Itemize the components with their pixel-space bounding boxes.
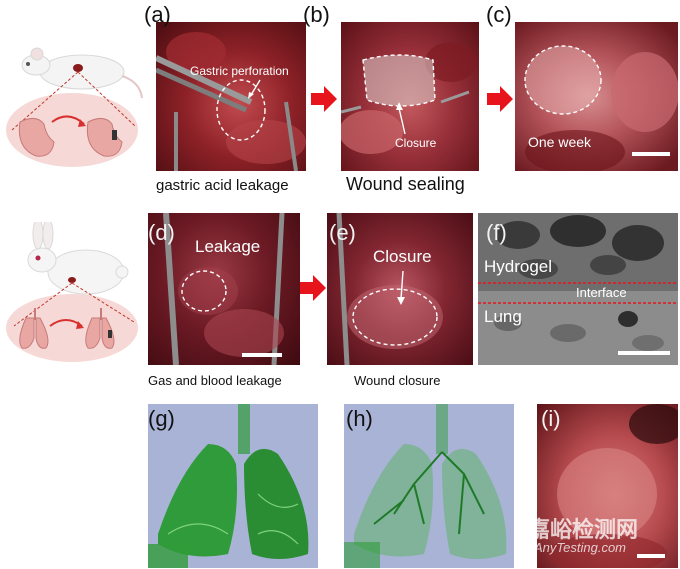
panel-e-caption: Wound closure xyxy=(354,373,441,388)
panel-i-photo xyxy=(537,404,678,568)
panel-e-photo: Closure xyxy=(327,213,473,365)
panel-d-scale-bar xyxy=(242,353,282,357)
panel-b-annotation: Closure xyxy=(395,136,437,150)
panel-c-photo: One week xyxy=(515,22,678,171)
panel-e-letter: (e) xyxy=(329,220,356,245)
panel-f-label-lung: Lung xyxy=(484,307,522,326)
panel-f-label-hydrogel: Hydrogel xyxy=(484,257,553,276)
panel-a-caption: gastric acid leakage xyxy=(156,177,289,194)
watermark-en: AnyTesting.com xyxy=(534,540,627,555)
panel-i-scale-bar xyxy=(637,554,665,558)
panel-a-photo: Gastric perforation xyxy=(156,22,306,171)
panel-c-scale-bar xyxy=(632,152,670,156)
arrow-d-to-e xyxy=(300,275,326,301)
mouse-stomach-schematic xyxy=(0,38,145,168)
panel-d-caption: Gas and blood leakage xyxy=(148,373,282,388)
panel-h-render xyxy=(344,404,514,568)
arrow-b-to-c xyxy=(487,86,513,112)
panel-h-letter: (h) xyxy=(346,406,373,431)
panel-g-letter: (g) xyxy=(148,406,175,431)
panel-d-letter: (d) xyxy=(148,220,175,245)
panel-d-photo: Leakage xyxy=(148,213,300,365)
panel-f-letter: (f) xyxy=(486,220,507,245)
watermark-logo: 嘉峪检测网 AnyTesting.com xyxy=(528,512,678,560)
panel-c-letter: (c) xyxy=(486,2,512,27)
panel-f-sem-image: Hydrogel Interface Lung xyxy=(478,213,678,365)
panel-a-annotation: Gastric perforation xyxy=(190,64,289,78)
watermark-cn: 嘉峪检测网 xyxy=(528,518,639,543)
panel-f-label-interface: Interface xyxy=(576,285,627,300)
panel-d-annotation: Leakage xyxy=(195,237,261,256)
panel-e-annotation: Closure xyxy=(373,247,432,266)
arrow-a-to-b xyxy=(311,86,337,112)
panel-a-letter: (a) xyxy=(144,2,171,27)
panel-i-letter: (i) xyxy=(541,406,561,431)
panel-b-photo: Closure xyxy=(341,22,479,171)
panel-b-letter: (b) xyxy=(303,2,330,27)
panel-g-render xyxy=(148,404,318,568)
panel-c-annotation: One week xyxy=(528,134,592,150)
rabbit-lung-schematic xyxy=(0,222,145,364)
panel-b-caption: Wound sealing xyxy=(346,174,465,194)
panel-f-scale-bar xyxy=(618,351,670,355)
